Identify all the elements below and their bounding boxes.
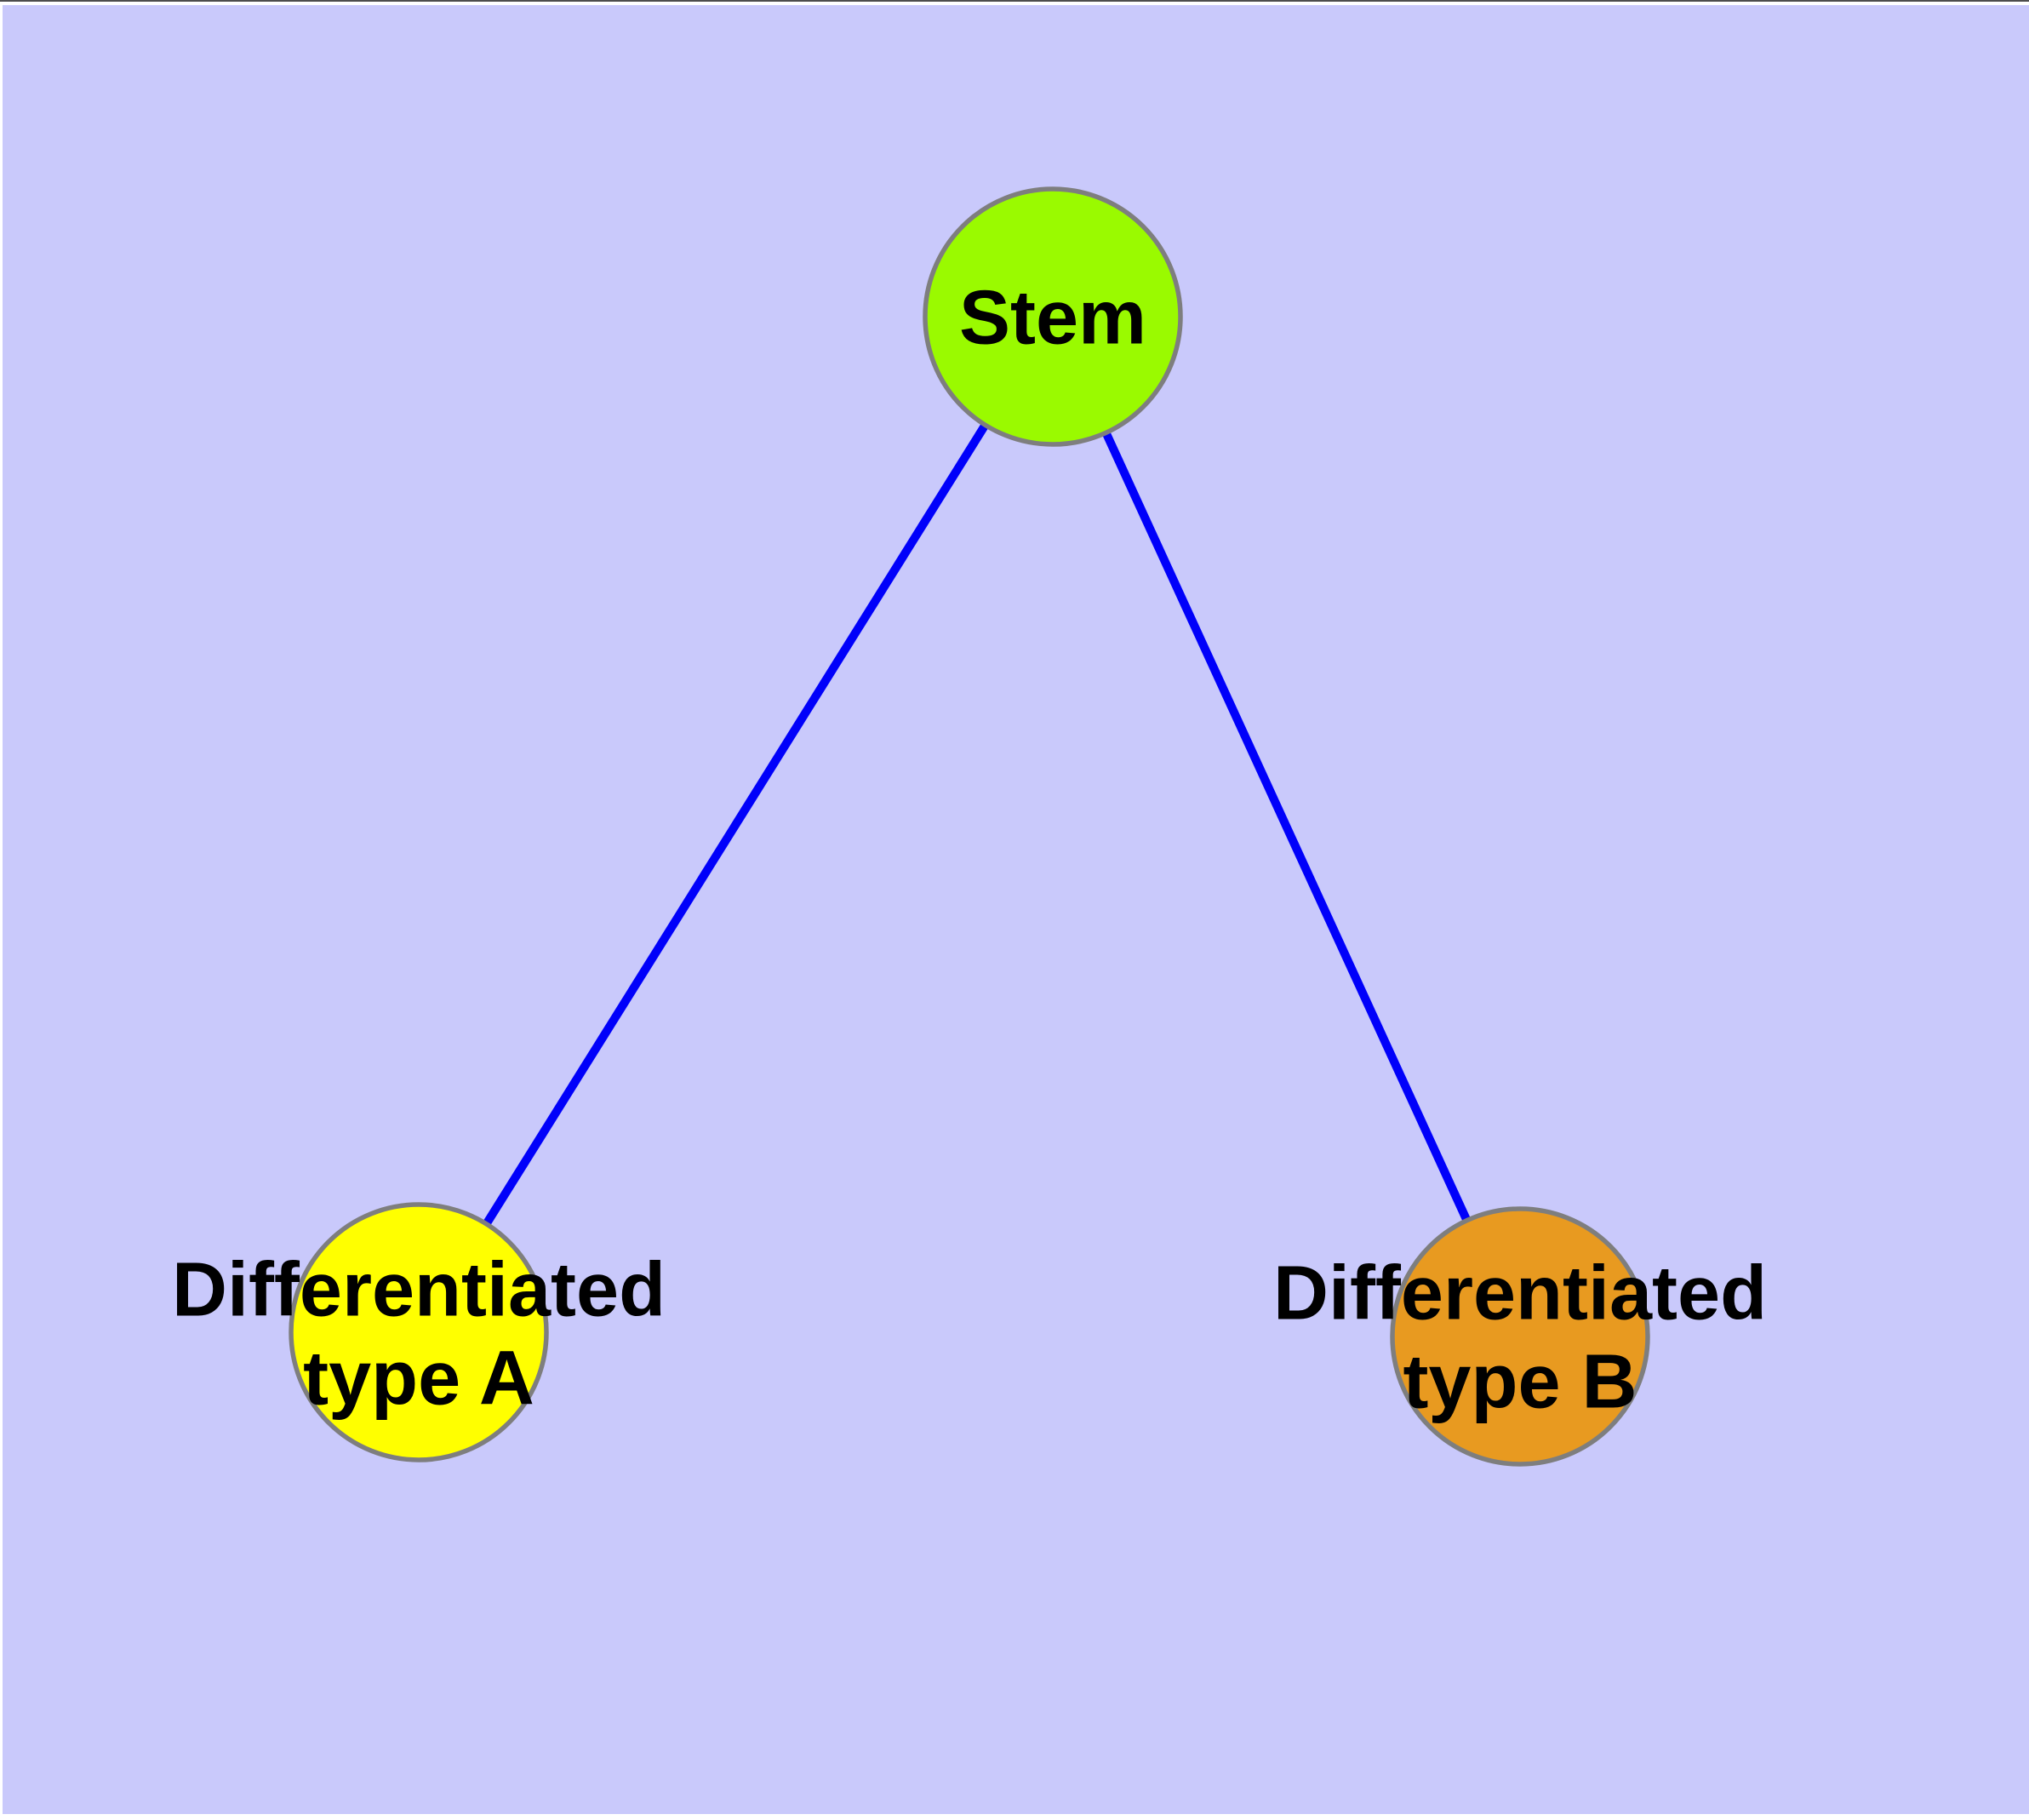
frame-top-white	[0, 2, 2029, 5]
node-label-differentiated-type-b: Differentiated type B	[1272, 1251, 1768, 1425]
edge-stem-to-type-b	[1049, 314, 1524, 1339]
node-label-stem: Stem	[958, 275, 1147, 361]
edge-stem-to-type-a	[414, 314, 1057, 1335]
frame-top-line	[0, 0, 2029, 2]
node-label-differentiated-type-a: Differentiated type A	[171, 1247, 666, 1422]
frame-left-white	[0, 2, 3, 1820]
frame-bottom-white	[0, 1814, 2029, 1820]
node-differentiated-type-b	[1390, 1206, 1650, 1467]
node-stem	[923, 186, 1183, 447]
node-differentiated-type-a	[289, 1202, 549, 1462]
